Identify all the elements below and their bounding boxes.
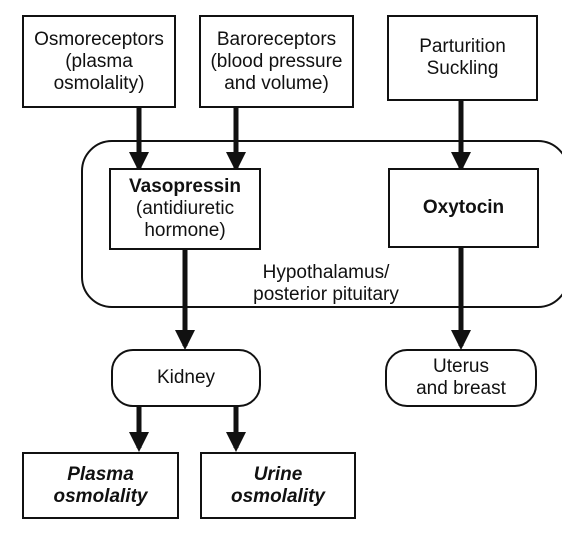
osmoreceptors-line-1: Osmoreceptors <box>34 28 164 50</box>
hypothalamus-label: Hypothalamus/ posterior pituitary <box>236 262 416 306</box>
baroreceptors-line-3: and volume) <box>224 72 329 94</box>
plasma-line-2: osmolality <box>53 485 148 507</box>
uterus-line-2: and breast <box>416 378 506 399</box>
uterus-breast-box: Uterus and breast <box>385 349 537 407</box>
baroreceptors-box: Baroreceptors (blood pressure and volume… <box>199 15 354 108</box>
hypothalamus-region-outline <box>81 140 562 308</box>
osmoreceptors-line-3: osmolality) <box>53 72 145 94</box>
vasopressin-box: Vasopressin (antidiuretic hormone) <box>109 168 261 250</box>
plasma-line-1: Plasma <box>67 463 134 485</box>
parturition-line-2: Suckling <box>426 58 499 79</box>
hypothalamus-label-line-2: posterior pituitary <box>253 284 399 305</box>
osmoreceptors-line-2: (plasma <box>65 50 133 72</box>
plasma-osmolality-box: Plasma osmolality <box>22 452 179 519</box>
oxytocin-title: Oxytocin <box>422 197 505 218</box>
parturition-box: Parturition Suckling <box>387 15 538 101</box>
parturition-line-1: Parturition <box>419 36 506 57</box>
urine-line-1: Urine <box>253 463 303 485</box>
baroreceptors-line-1: Baroreceptors <box>216 28 337 50</box>
vasopressin-sub-line-1: (antidiuretic <box>135 198 235 219</box>
urine-osmolality-box: Urine osmolality <box>200 452 356 519</box>
vasopressin-title: Vasopressin <box>129 176 241 197</box>
baroreceptors-line-2: (blood pressure <box>210 50 343 72</box>
kidney-label: Kidney <box>156 367 216 388</box>
uterus-line-1: Uterus <box>433 356 489 377</box>
kidney-box: Kidney <box>111 349 261 407</box>
vasopressin-sub-line-2: hormone) <box>144 220 226 241</box>
hypothalamus-label-line-1: Hypothalamus/ <box>262 262 390 283</box>
osmoreceptors-box: Osmoreceptors (plasma osmolality) <box>22 15 176 108</box>
urine-line-2: osmolality <box>231 485 325 507</box>
oxytocin-box: Oxytocin <box>388 168 539 248</box>
